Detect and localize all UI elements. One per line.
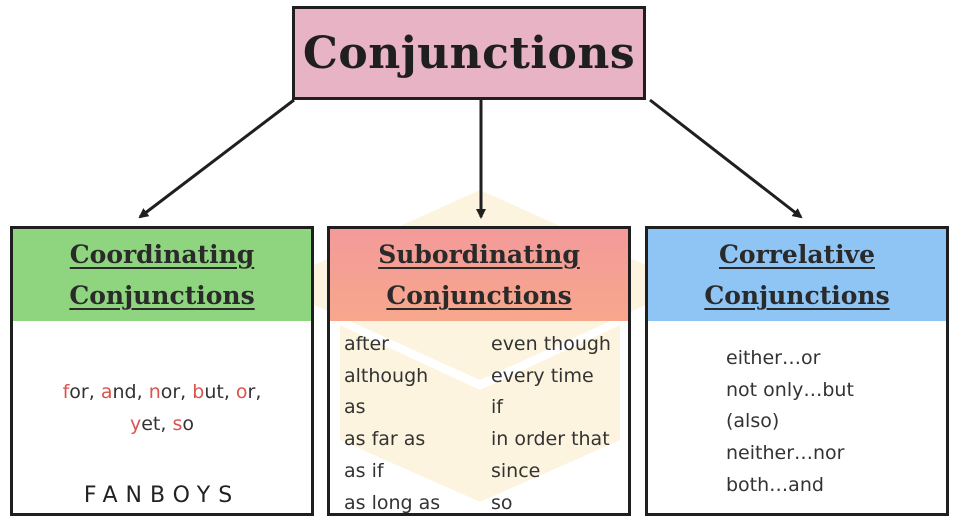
fanboys-initial: n: [148, 381, 161, 403]
list-item: every time: [491, 364, 594, 387]
separator: ,: [223, 381, 236, 403]
fanboys-acronym: FANBOYS: [83, 483, 241, 508]
subordinating-heading: Subordinating Conjunctions: [330, 229, 628, 321]
list-item: as: [344, 396, 366, 419]
fanboys-initial: a: [100, 381, 113, 403]
fanboys-word-rest: or: [69, 381, 89, 403]
subordinating-left-list: after although as as far as as if as lon…: [344, 329, 440, 519]
fanboys-word-rest: or: [160, 381, 181, 403]
list-item: both…and: [726, 473, 824, 496]
list-item: as far as: [344, 428, 426, 451]
fanboys-word-rest: nd: [112, 381, 137, 403]
list-item: not only…but: [726, 378, 854, 401]
coordinating-heading-line1: Coordinating: [69, 239, 255, 269]
subordinating-column: Subordinating Conjunctions after althoug…: [327, 226, 631, 516]
separator: ,: [180, 381, 193, 403]
fanboys-words-line1: for, and, nor, but, or,: [13, 381, 311, 403]
coordinating-heading: Coordinating Conjunctions: [13, 229, 311, 321]
correlative-heading: Correlative Conjunctions: [648, 229, 946, 321]
list-item: even though: [491, 333, 611, 355]
coordinating-body: for, and, nor, but, or, yet, so FANBOYS: [13, 321, 311, 521]
list-item: as if: [344, 459, 384, 482]
correlative-heading-line1: Correlative: [719, 239, 875, 269]
fanboys-word-rest: et: [141, 413, 161, 435]
list-item: as long as: [344, 491, 441, 514]
page-title: Conjunctions: [302, 27, 636, 79]
fanboys-word-rest: r: [247, 381, 256, 403]
correlative-list: either…or not only…but (also) neither…no…: [726, 343, 854, 502]
subordinating-right-list: even though every time if in order that …: [491, 329, 611, 519]
separator: ,: [136, 381, 149, 403]
list-item: either…or: [726, 347, 821, 369]
fanboys-word-rest: ut: [204, 381, 224, 403]
fanboys-words-line2: yet, so: [13, 413, 311, 435]
arrow-to-coordinating: [138, 98, 295, 219]
separator: ,: [160, 413, 173, 435]
fanboys-initial: b: [192, 381, 205, 403]
subordinating-heading-line1: Subordinating: [378, 239, 580, 269]
fanboys-initial: y: [129, 413, 142, 435]
list-item: after: [344, 333, 389, 355]
fanboys-initial: o: [235, 381, 248, 403]
list-item: if: [491, 396, 503, 419]
arrow-to-correlative: [649, 98, 803, 219]
coordinating-column: Coordinating Conjunctions for, and, nor,…: [10, 226, 314, 516]
correlative-heading-line2: Conjunctions: [704, 281, 890, 310]
coordinating-heading-line2: Conjunctions: [69, 281, 255, 310]
list-item: so: [491, 491, 513, 514]
title-box: Conjunctions: [292, 6, 646, 100]
list-item: although: [344, 364, 429, 387]
list-item: neither…nor: [726, 442, 845, 465]
correlative-body: either…or not only…but (also) neither…no…: [648, 321, 946, 521]
subordinating-body: after although as as far as as if as lon…: [330, 321, 628, 521]
separator: ,: [255, 381, 262, 403]
separator: ,: [88, 381, 101, 403]
list-item: since: [491, 459, 541, 482]
fanboys-initial: s: [172, 413, 183, 435]
correlative-column: Correlative Conjunctions either…or not o…: [645, 226, 949, 516]
list-item: (also): [726, 410, 780, 433]
list-item: in order that: [491, 428, 610, 451]
fanboys-initial: f: [62, 381, 70, 403]
fanboys-word-rest: o: [182, 413, 194, 435]
subordinating-heading-line2: Conjunctions: [386, 281, 572, 310]
